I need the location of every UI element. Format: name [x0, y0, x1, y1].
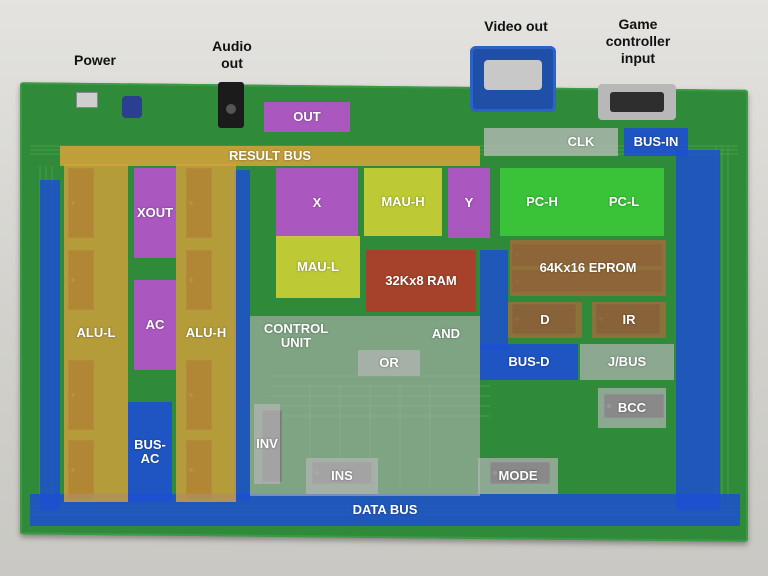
pc-l-label: PC-L: [608, 193, 640, 209]
j-bus-region: J/BUS: [580, 344, 674, 380]
data-bus-label: DATA BUS: [352, 501, 418, 517]
d-register: D: [508, 302, 582, 338]
eprom-label: 64Kx16 EPROM: [539, 259, 637, 275]
pc-l-register: PC-L: [584, 168, 664, 236]
out-label: OUT: [293, 108, 321, 124]
j-bus-label: J/BUS: [607, 353, 647, 369]
result-bus-region: RESULT BUS: [60, 146, 480, 166]
pc-h-label: PC-H: [526, 193, 558, 209]
mau-h-label: MAU-H: [381, 193, 425, 209]
ir-register: IR: [592, 302, 666, 338]
data-bus-middle: [480, 250, 508, 350]
mau-l-register: MAU-L: [276, 236, 360, 298]
game-controller-label: Game controller input: [605, 16, 671, 66]
y-label: Y: [464, 194, 474, 210]
x-label: X: [312, 194, 322, 210]
bcc-label: BCC: [617, 399, 647, 415]
result-bus-label: RESULT BUS: [228, 147, 312, 163]
mode-region: MODE: [478, 458, 558, 494]
inv-region: INV: [254, 404, 280, 484]
data-bus-right: [676, 150, 720, 510]
power-label: Power: [73, 52, 116, 68]
control-unit-label: CONTROL UNIT: [263, 320, 329, 350]
bus-d-region: BUS-D: [480, 344, 578, 380]
xout-label: XOUT: [136, 204, 174, 220]
power-connector: [76, 92, 98, 108]
ram-label: 32Kx8 RAM: [385, 272, 457, 288]
bus-ac-label: BUS- AC: [134, 436, 166, 466]
and-label: AND: [431, 325, 461, 341]
y-register: Y: [448, 168, 490, 238]
bcc-region: BCC: [598, 388, 666, 428]
d-label: D: [540, 311, 550, 327]
or-label: OR: [379, 354, 399, 370]
clk-region: CLK: [484, 128, 618, 156]
game-controller-connector: [598, 84, 676, 120]
audio-jack: [218, 82, 244, 128]
audio-out-label: Audio out: [212, 38, 252, 71]
clk-label: CLK: [567, 133, 595, 149]
ram-region: 32Kx8 RAM: [366, 250, 476, 312]
bus-in-label: BUS-IN: [633, 133, 679, 149]
power-capacitor: [122, 96, 142, 118]
out-register: OUT: [264, 102, 350, 132]
bus-in-region: BUS-IN: [624, 128, 688, 156]
xout-register: XOUT: [134, 168, 176, 258]
bus-ac-region: BUS- AC: [128, 402, 172, 502]
alu-h-label: ALU-H: [185, 324, 227, 340]
or-gates: OR: [358, 350, 420, 376]
alu-l-region: ALU-L: [64, 164, 128, 502]
video-connector: [470, 46, 556, 112]
inv-label: INV: [256, 435, 278, 451]
video-out-label: Video out: [484, 18, 548, 34]
ac-label: AC: [145, 316, 165, 332]
ir-label: IR: [622, 311, 636, 327]
data-bus-center: [234, 170, 250, 500]
pc-h-register: PC-H: [500, 168, 584, 236]
x-register: X: [276, 168, 358, 238]
bus-d-label: BUS-D: [508, 353, 550, 369]
mau-l-label: MAU-L: [297, 258, 339, 274]
and-gates: AND: [420, 322, 472, 346]
alu-h-region: ALU-H: [176, 164, 236, 502]
ins-label: INS: [331, 467, 353, 483]
eprom-region: 64Kx16 EPROM: [510, 240, 666, 296]
ac-register: AC: [134, 280, 176, 370]
ins-region: INS: [306, 458, 378, 494]
mode-label: MODE: [498, 467, 538, 483]
control-unit-title: CONTROL UNIT: [256, 318, 336, 354]
data-bus-left: [40, 180, 60, 510]
mau-h-register: MAU-H: [364, 168, 442, 236]
alu-l-label: ALU-L: [76, 324, 116, 340]
